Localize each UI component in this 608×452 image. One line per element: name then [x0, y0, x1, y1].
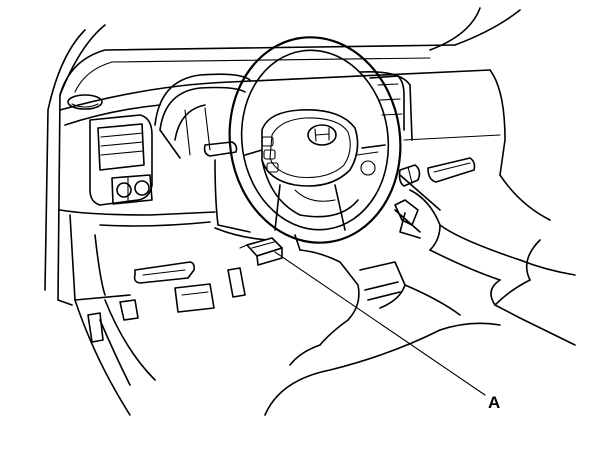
right-stalk: [398, 164, 421, 187]
floor-left: [74, 299, 156, 416]
fuse-lid: [133, 261, 195, 284]
dashboard-top: [59, 69, 506, 176]
instrument-cluster: [154, 73, 251, 159]
left-defroster-vent: [67, 94, 103, 110]
data-link-connector: [239, 237, 283, 266]
steering-column: [214, 159, 301, 251]
steering-wheel: [228, 36, 402, 244]
accelerator-pedal: [227, 267, 246, 298]
steering-wheel-hub: [261, 109, 359, 187]
parking-brake-pedal: [87, 299, 139, 343]
lower-left-dash: [59, 209, 216, 301]
a-pillar-left: [44, 24, 106, 306]
callout-leader-line: [274, 251, 486, 396]
right-console: [429, 174, 576, 281]
left-stalk: [203, 141, 238, 157]
callout-label-a: A: [488, 393, 501, 412]
lower-console: [299, 249, 461, 346]
left-air-vent: [89, 114, 153, 206]
left-switch-panel: [111, 174, 153, 205]
passenger-seat: [490, 239, 576, 346]
windshield-frame: [59, 7, 521, 96]
right-air-vent: [427, 157, 476, 183]
driver-seat: [264, 322, 501, 416]
honda-logo-icon: [307, 124, 337, 146]
shift-lever: [394, 199, 421, 239]
wheel-left-buttons: [261, 136, 279, 173]
brake-pedal: [174, 283, 215, 313]
steering-spokes: [244, 144, 386, 231]
wheel-right-buttons: [356, 151, 379, 176]
